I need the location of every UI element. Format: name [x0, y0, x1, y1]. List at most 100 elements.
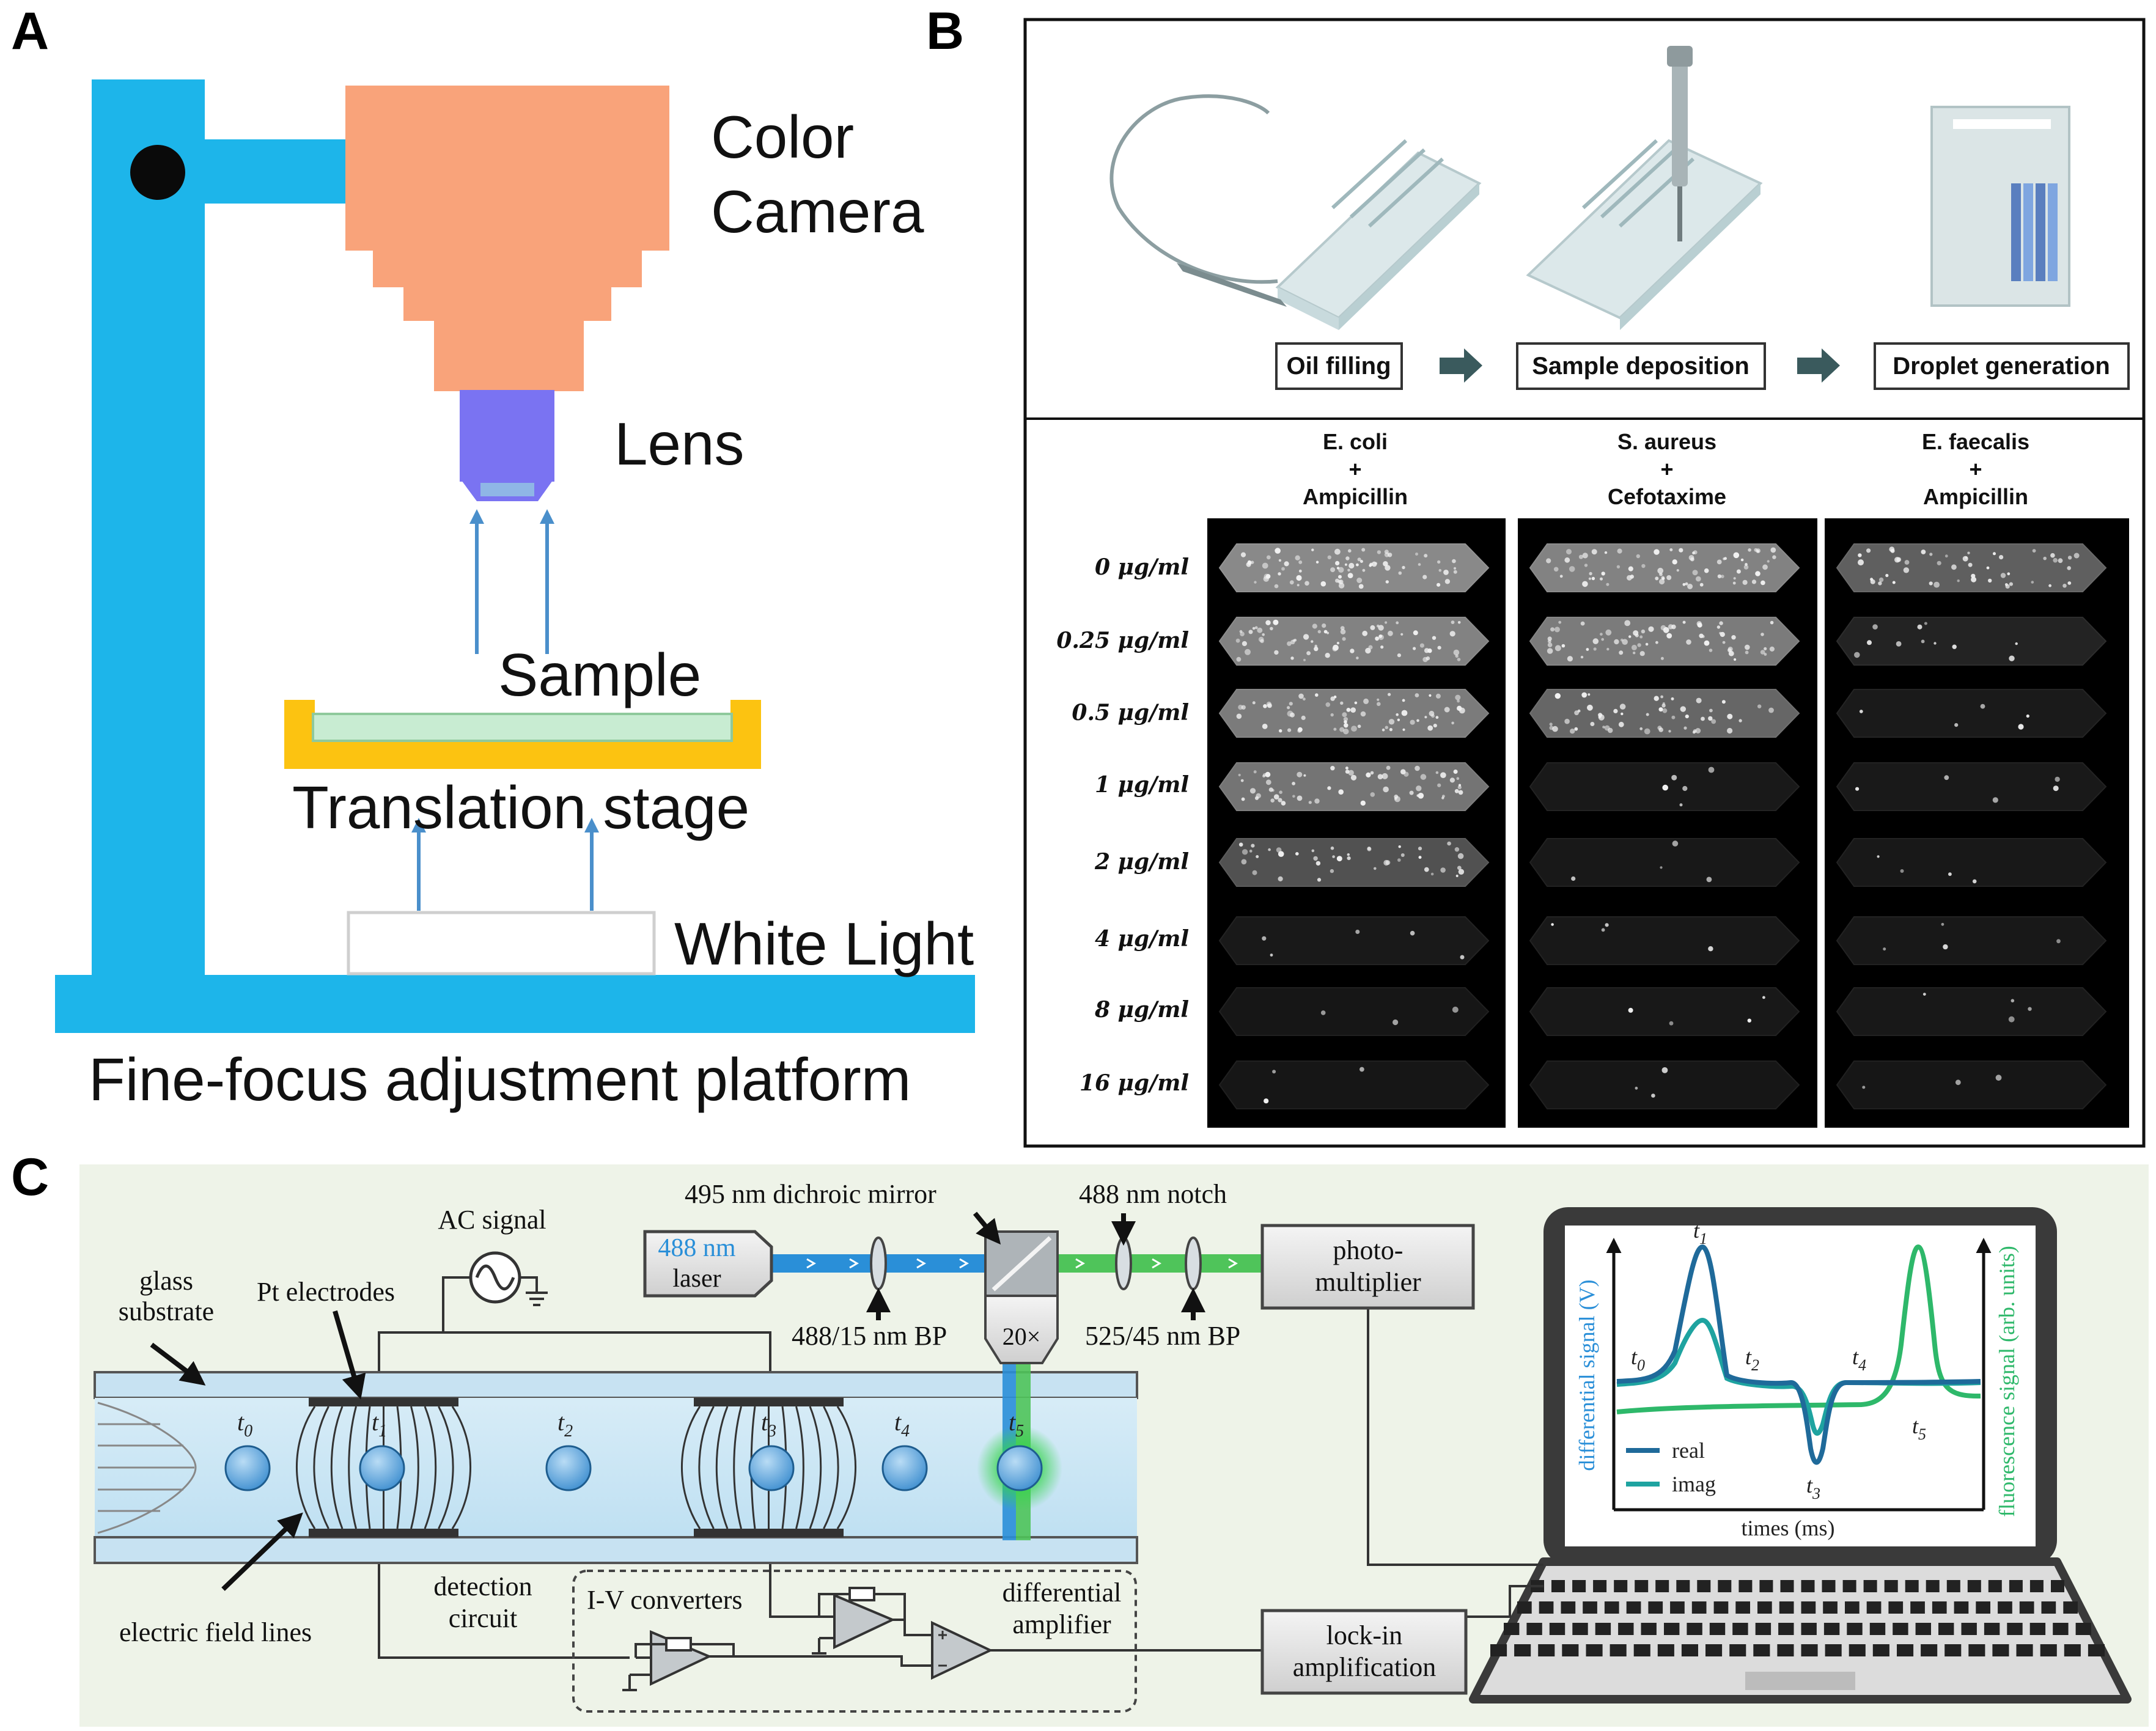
electrode-bottom-right	[694, 1529, 844, 1537]
droplet-dot	[1295, 852, 1299, 856]
droplet-dot	[1696, 697, 1702, 704]
droplet-dot	[1333, 695, 1337, 699]
droplet-dot	[2026, 714, 2029, 718]
droplet-dot	[1388, 719, 1395, 725]
droplet-dot	[1748, 548, 1751, 552]
droplet-dot	[1435, 771, 1439, 774]
bp488-filter-icon	[870, 1237, 887, 1290]
droplet-dot	[1941, 922, 1944, 926]
keyboard-key	[1562, 1644, 1579, 1656]
droplet-dot	[1332, 646, 1337, 652]
droplet-dot	[1772, 555, 1776, 559]
droplet-dot	[1297, 729, 1301, 733]
keyboard-key	[1514, 1644, 1531, 1656]
field-line	[681, 1406, 701, 1529]
droplet-dot	[1755, 571, 1760, 576]
channel-time-label-t4: t4	[894, 1408, 910, 1441]
droplet-dot	[1346, 708, 1351, 712]
droplet-dot	[1410, 930, 1415, 936]
droplet-dot	[1340, 629, 1346, 634]
lockin-wire	[1466, 1585, 1543, 1618]
droplet-dot	[1306, 651, 1311, 655]
droplet-chamber	[1529, 543, 1800, 592]
droplet-dot	[1424, 554, 1428, 558]
droplet-dot	[1762, 564, 1768, 570]
droplet-dot	[1616, 565, 1621, 568]
keyboard-key	[1897, 1644, 1914, 1656]
droplet-dot	[1284, 561, 1289, 567]
droplet-dot	[1400, 853, 1405, 857]
droplet-dot	[1641, 564, 1646, 568]
droplet-dot	[1944, 554, 1948, 558]
differential-amplifier	[734, 1620, 993, 1680]
real-trace	[1616, 1244, 1981, 1465]
droplet-dot	[1270, 627, 1273, 631]
droplet-dot	[1547, 636, 1552, 641]
droplet-dot	[1270, 798, 1275, 803]
droplet-dot	[1598, 715, 1602, 719]
keyboard-key	[1801, 1644, 1818, 1656]
droplet-dot	[1993, 552, 1996, 556]
keyboard-key	[1872, 1644, 1889, 1656]
droplet-chamber	[1836, 762, 2107, 811]
keyboard-key	[1884, 1580, 1898, 1592]
field-line	[330, 1406, 344, 1529]
droplet-dot	[1404, 771, 1409, 777]
droplet-dot	[1240, 552, 1246, 557]
droplet-dot	[1692, 730, 1696, 734]
keyboard-key	[1932, 1601, 1947, 1614]
droplet-dot	[1666, 575, 1672, 580]
keyboard-key	[1757, 1601, 1772, 1614]
glass-substrate-label-2: substrate	[119, 1296, 214, 1326]
droplet-dot	[1641, 629, 1646, 634]
droplet-chambers	[1218, 543, 2107, 1109]
device-sample-deposition	[1526, 46, 1763, 330]
droplet-dot	[1582, 553, 1588, 559]
droplet-dot	[1628, 566, 1633, 571]
droplet-dot	[1645, 642, 1649, 646]
droplet-dot	[1619, 704, 1626, 710]
field-line	[823, 1406, 839, 1529]
droplet-dot	[1904, 560, 1910, 565]
droplet-dot	[1265, 574, 1271, 579]
keyboard-key	[2053, 1623, 2069, 1635]
droplet-dot	[1708, 946, 1713, 952]
droplet-dot	[1740, 558, 1744, 562]
droplet-dot	[1263, 704, 1267, 708]
keyboard-key	[1593, 1580, 1607, 1592]
field-line	[698, 1406, 715, 1529]
droplet-dot	[1265, 620, 1271, 625]
droplet-dot	[1551, 923, 1554, 926]
droplet-dot	[2067, 581, 2072, 585]
droplet-dot	[1745, 644, 1750, 650]
droplet-dot	[1278, 851, 1284, 857]
droplet-dot	[1281, 801, 1286, 806]
droplet-dot	[1236, 713, 1242, 719]
droplet-dot	[1297, 584, 1300, 587]
concentration-label: 2 μg/ml	[1094, 849, 1189, 875]
droplet-dot	[1554, 627, 1560, 633]
keyboard-key	[1915, 1623, 1931, 1635]
electrode-top-right	[694, 1398, 844, 1406]
ac-source-wire	[442, 1276, 471, 1332]
droplet-dot	[1314, 646, 1319, 652]
droplet-dot	[1287, 706, 1290, 710]
droplet-dot	[1322, 623, 1326, 628]
droplet-dot	[1685, 582, 1688, 586]
svg-text:+: +	[1348, 457, 1361, 482]
droplet-chamber	[1218, 617, 1490, 666]
droplet-dot	[1419, 643, 1424, 648]
droplet-dot	[1624, 620, 1631, 627]
droplet-dot	[1315, 861, 1321, 866]
droplet-dot	[1338, 575, 1342, 579]
droplet-dot	[1333, 727, 1337, 731]
droplet-dot	[1357, 557, 1361, 562]
droplet-dot	[1661, 1067, 1668, 1073]
field-line	[836, 1406, 856, 1529]
droplet-dot	[1342, 712, 1347, 718]
droplet-dot	[1274, 650, 1279, 655]
droplet-dot	[1606, 647, 1610, 651]
laptop-touchpad	[1745, 1672, 1855, 1690]
keyboard-key	[2041, 1601, 2056, 1614]
droplet-dot	[1999, 555, 2004, 560]
